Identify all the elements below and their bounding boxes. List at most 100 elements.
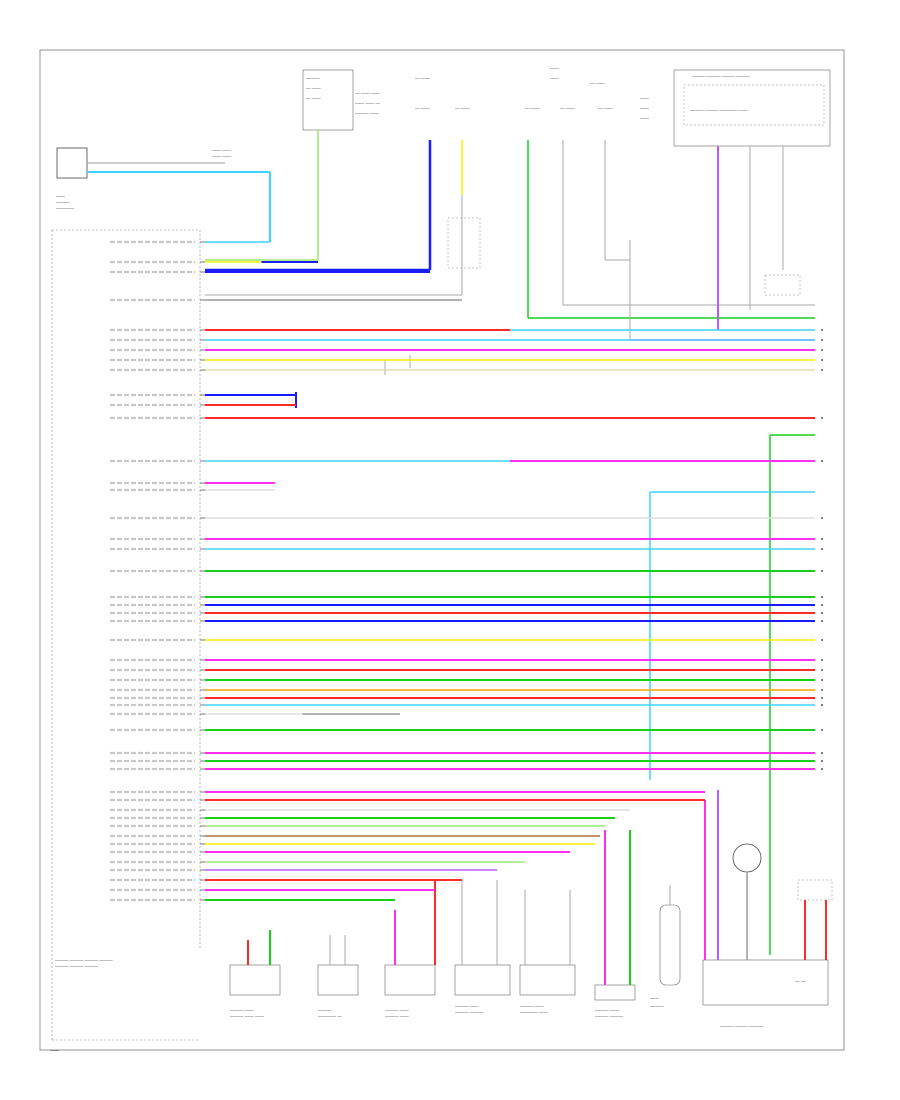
svg-text:— ——: — ——: [455, 106, 470, 111]
svg-text:——— ——: ——— ——: [520, 1004, 544, 1009]
connector-terminal: [821, 369, 823, 371]
svg-text:———: ———: [318, 1008, 332, 1013]
svg-text:— ——: — ——: [306, 86, 321, 91]
svg-text:——— ——: ——— ——: [230, 1008, 254, 1013]
pin-row: [110, 368, 823, 372]
diagram-border: [39, 49, 845, 1051]
connector-terminal: [821, 659, 823, 661]
connector-terminal: [821, 768, 823, 770]
svg-text:— ——: — ——: [560, 106, 575, 111]
connector-terminal: [821, 517, 823, 519]
connector-terminal: [821, 689, 823, 691]
svg-text:———: ———: [56, 200, 70, 205]
svg-text:——— ———: ——— ———: [595, 1014, 624, 1019]
bcm-pin-rows: [110, 240, 823, 902]
svg-text:——— ——: ——— ——: [385, 1008, 409, 1013]
bcm-outline: ——— ——— ——— ——— ——— ——— ———: [51, 229, 201, 1041]
connector-terminal: [821, 612, 823, 614]
pin-row: [110, 619, 823, 623]
connector-terminal: [821, 417, 823, 419]
connector-terminal: [821, 752, 823, 754]
svg-text:——— ——— ———— ——: ——— ——— ———— ——: [690, 108, 748, 113]
pin-row: [110, 759, 823, 763]
pin-row: [110, 668, 823, 672]
connector-terminal: [821, 697, 823, 699]
svg-text:— ——: — ——: [415, 76, 430, 81]
pin-row: [110, 537, 823, 541]
connector-terminal: [821, 596, 823, 598]
svg-text:——— ——— ———: ——— ——— ———: [720, 1024, 764, 1029]
svg-text:——— ——— ——— ———: ——— ——— ——— ———: [55, 958, 113, 963]
svg-text:— ——: — ——: [306, 96, 321, 101]
pin-row: [110, 338, 823, 342]
fuse-box-2: — —— — —— — ——: [415, 76, 470, 111]
svg-text:——: ——: [550, 76, 560, 81]
svg-text:— ——: — ——: [598, 106, 613, 111]
pin-row: [110, 516, 823, 520]
svg-text:—— ——: —— ——: [212, 154, 232, 159]
connector-terminal: [821, 604, 823, 606]
pin-row: [110, 603, 823, 607]
connector-terminal: [821, 349, 823, 351]
svg-text:——— ——: ——— ——: [385, 1014, 409, 1019]
top-feed-wires: [205, 130, 815, 955]
pin-row: [110, 767, 823, 771]
connector-terminal: [821, 359, 823, 361]
pin-row: [110, 751, 823, 755]
connector-terminal: [821, 329, 823, 331]
pin-row: [110, 611, 823, 615]
pin-row: [110, 688, 823, 692]
connector-terminal: [821, 704, 823, 706]
pin-row: [110, 678, 823, 682]
svg-text:———— ——: ———— ——: [520, 1010, 549, 1015]
svg-text:———: ———: [650, 1004, 664, 1009]
pin-row: [110, 358, 823, 362]
connector-terminal: [821, 460, 823, 462]
svg-text:———— —: ———— —: [318, 1014, 342, 1019]
svg-text:——: ——: [50, 1048, 60, 1053]
svg-text:— —— ——: — —— ——: [355, 91, 381, 96]
svg-text:——: ——: [550, 66, 560, 71]
connector-terminal: [821, 339, 823, 341]
pin-row: [110, 638, 823, 642]
svg-text:——— —— ——: ——— —— ——: [230, 1014, 265, 1019]
connector-terminal: [821, 570, 823, 572]
svg-text:— ——: — ——: [415, 106, 430, 111]
pin-row: [110, 569, 823, 573]
svg-text:——: ——: [650, 996, 660, 1001]
svg-text:— ——: — ——: [525, 106, 540, 111]
module-feed-wires: [247, 790, 827, 985]
svg-text:——— ——: ——— ——: [355, 111, 379, 116]
svg-text:——: ——: [640, 116, 650, 121]
connector-terminal: [821, 679, 823, 681]
svg-text:——: ——: [56, 194, 66, 199]
pin-row: [110, 728, 823, 732]
pin-row: [110, 595, 823, 599]
pin-row: [110, 459, 823, 463]
connector-terminal: [821, 538, 823, 540]
svg-text:——— ——— ——— ———: ——— ——— ——— ———: [692, 74, 750, 79]
svg-text:—— ——: —— ——: [212, 148, 232, 153]
pin-row: [110, 547, 823, 551]
fuse-box-1: ———— ——— —— — —— ———— —— ———— ——: [302, 69, 381, 131]
connector-terminal: [821, 669, 823, 671]
svg-text:——— ———: ——— ———: [455, 1010, 484, 1015]
svg-text:——: ——: [640, 96, 650, 101]
svg-text:——: ——: [640, 106, 650, 111]
pin-row: [110, 328, 823, 332]
pin-row: [110, 696, 823, 700]
pin-row: [110, 658, 823, 662]
svg-text:——— ——— ———: ——— ——— ———: [55, 964, 99, 969]
pin-row: [110, 703, 823, 707]
connector-terminal: [821, 760, 823, 762]
pin-row: [110, 348, 823, 352]
svg-text:———: ———: [306, 76, 320, 81]
connector-terminal: [821, 548, 823, 550]
power-distribution-module: ——— ——— ——— ——— ——— ——— ———— ——: [673, 69, 831, 147]
connector-terminal: [821, 639, 823, 641]
svg-text:— ——: — ——: [590, 81, 605, 86]
pin-row: [110, 416, 823, 420]
lower-modules: — — ——— ————— —— —— ——————— — ——— ————— …: [50, 843, 833, 1053]
svg-text:————: ————: [56, 206, 75, 211]
